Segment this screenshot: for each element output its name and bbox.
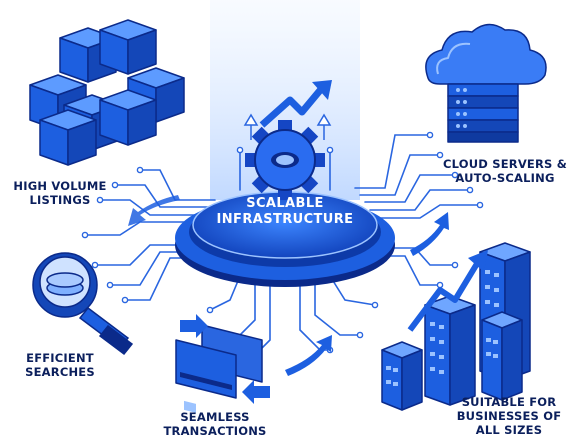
growth-arrow-right <box>407 250 488 332</box>
label-suitable-businesses: SUITABLE FOR BUSINESSES OF ALL SIZES <box>450 395 568 437</box>
stacked-boxes-icon <box>29 19 185 166</box>
central-hub <box>175 191 395 287</box>
gear-icon <box>245 120 325 200</box>
label-seamless-transactions: SEAMLESS TRANSACTIONS <box>150 410 280 438</box>
credit-card-icon <box>175 324 263 413</box>
label-line: SUITABLE FOR <box>461 395 557 409</box>
label-line: CLOUD SERVERS & <box>443 157 567 171</box>
label-line: TRANSACTIONS <box>163 424 267 438</box>
label-line: SEAMLESS <box>180 410 250 424</box>
up-arrows <box>243 113 332 140</box>
label-high-volume-listings: HIGH VOLUME LISTINGS <box>0 179 120 207</box>
label-line: AUTO-SCALING <box>455 171 555 185</box>
transaction-arrows <box>180 314 270 404</box>
central-label-line-2: INFRASTRUCTURE <box>216 212 354 227</box>
central-label: SCALABLE INFRASTRUCTURE <box>205 196 365 228</box>
label-line: LISTINGS <box>29 193 91 207</box>
label-line: BUSINESSES OF <box>456 409 562 423</box>
cloud-server-icon <box>425 23 547 143</box>
label-line: ALL SIZES <box>475 423 543 437</box>
flow-arrows <box>128 195 449 376</box>
label-line: SEARCHES <box>25 365 95 379</box>
server-lights <box>456 88 467 128</box>
building-windows <box>386 270 499 386</box>
label-line: EFFICIENT <box>26 351 94 365</box>
label-line: HIGH VOLUME <box>13 179 107 193</box>
label-efficient-searches: EFFICIENT SEARCHES <box>10 351 110 379</box>
label-cloud-servers: CLOUD SERVERS & AUTO-SCALING <box>440 157 570 185</box>
circuit-lines <box>84 134 481 356</box>
growth-arrow-top <box>259 80 332 128</box>
magnifier-icon <box>32 252 134 356</box>
central-label-line-1: SCALABLE <box>246 196 324 211</box>
